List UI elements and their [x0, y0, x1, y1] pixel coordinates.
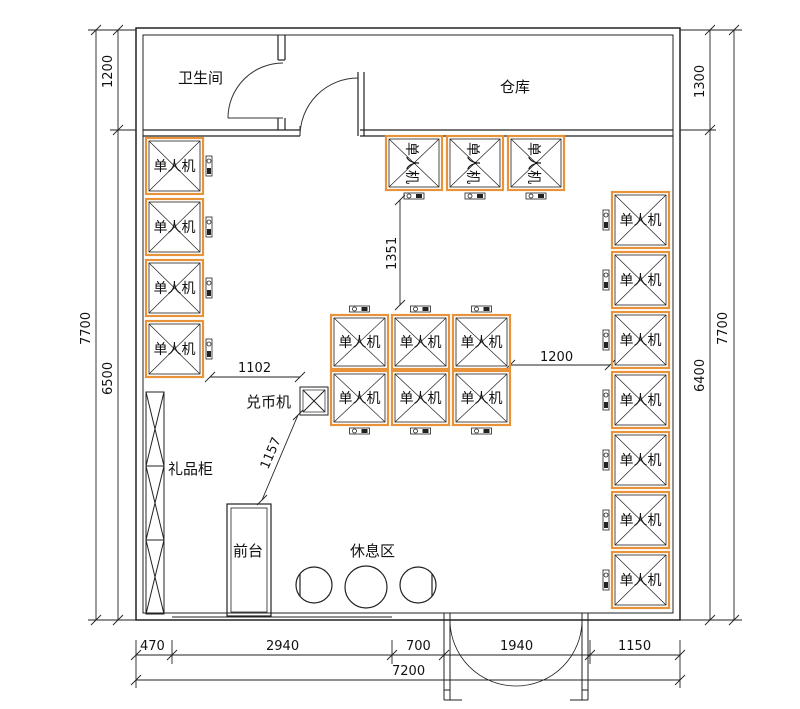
- door-swings-top: [227, 62, 359, 137]
- dim-1150: 1150: [618, 639, 651, 654]
- outer-walls: [135, 27, 681, 621]
- arcade-machine: 单人机: [602, 490, 671, 550]
- warehouse-label: 仓库: [500, 78, 530, 96]
- dim-1200: 1200: [540, 350, 573, 365]
- arcade-machine: 单人机: [384, 134, 444, 200]
- machine-label: 单人机: [400, 391, 442, 407]
- arcade-machine: 单人机: [602, 550, 671, 610]
- dim-right-total: 7700: [716, 312, 731, 345]
- machine-label: 单人机: [620, 453, 662, 469]
- machine-label: 单人机: [620, 333, 662, 349]
- coin-machine: [299, 386, 329, 416]
- arcade-machine: 单人机: [602, 370, 671, 430]
- arcade-machine: 单人机: [329, 369, 390, 435]
- arcade-machine: 单人机: [390, 305, 451, 371]
- dim-left-top: 1200: [101, 55, 116, 88]
- dimension-lines: [88, 24, 742, 688]
- rest-stool-left: [295, 566, 333, 604]
- arcade-machine: 单人机: [451, 305, 512, 371]
- entrance-door-arc-left: [449, 619, 517, 687]
- machine-label: 单人机: [464, 142, 480, 184]
- arcade-machine: 单人机: [390, 369, 451, 435]
- front-desk: [226, 503, 272, 617]
- machine-label: 单人机: [154, 220, 196, 236]
- dim-1102: 1102: [238, 361, 271, 376]
- dimension-texts: 1200 7700 6500 1300 7700 6400 1351 1102 …: [79, 55, 731, 679]
- machine-label: 单人机: [403, 142, 419, 184]
- bottom-wall-details: [172, 613, 589, 701]
- arcade-machines: 单人机单人机单人机单人机单人机单人机单人机单人机单人机单人机单人机单人机单人机单…: [144, 134, 671, 610]
- toilet-door-arc: [227, 62, 284, 119]
- dim-470: 470: [140, 639, 165, 654]
- rest-area-label: 休息区: [350, 542, 395, 560]
- arcade-machine: 单人机: [602, 190, 671, 250]
- outer-wall-outer: [135, 27, 681, 621]
- front-desk-label: 前台: [233, 542, 263, 560]
- arcade-machine: 单人机: [144, 258, 213, 318]
- machine-label: 单人机: [461, 391, 503, 407]
- arcade-machine: 单人机: [144, 136, 213, 196]
- rest-area-furniture: [295, 565, 437, 609]
- dim-1351: 1351: [385, 237, 400, 270]
- arcade-machine: 单人机: [144, 197, 213, 257]
- dim-2940: 2940: [266, 639, 299, 654]
- dim-right-top: 1300: [693, 65, 708, 98]
- dim-1157: 1157: [258, 435, 285, 471]
- warehouse-door-arc: [299, 77, 359, 137]
- machine-label: 单人机: [154, 281, 196, 297]
- rest-stool-right: [399, 566, 437, 604]
- machine-label: 单人机: [339, 391, 381, 407]
- arcade-machine: 单人机: [602, 310, 671, 370]
- arcade-machine: 单人机: [602, 250, 671, 310]
- arcade-machine: 单人机: [445, 134, 505, 200]
- dim-left-total: 7700: [79, 312, 94, 345]
- machine-label: 单人机: [620, 573, 662, 589]
- machine-label: 单人机: [154, 159, 196, 175]
- dim-1940: 1940: [500, 639, 533, 654]
- machine-label: 单人机: [339, 335, 381, 351]
- arcade-machine: 单人机: [602, 430, 671, 490]
- machine-label: 单人机: [400, 335, 442, 351]
- outer-wall-inner: [142, 34, 674, 614]
- arcade-machine: 单人机: [144, 319, 213, 379]
- machine-label: 单人机: [620, 513, 662, 529]
- machine-label: 单人机: [620, 393, 662, 409]
- machine-label: 单人机: [620, 273, 662, 289]
- rest-table: [344, 565, 388, 609]
- entrance-door-arc-right: [515, 619, 583, 687]
- arcade-machine: 单人机: [329, 305, 390, 371]
- arcade-machine: 单人机: [451, 369, 512, 435]
- coin-machine-label: 兑币机: [246, 393, 291, 411]
- machine-label: 单人机: [525, 142, 541, 184]
- machine-label: 单人机: [620, 213, 662, 229]
- dim-700: 700: [406, 639, 431, 654]
- machine-label: 单人机: [154, 342, 196, 358]
- dim-right-mid: 6400: [693, 359, 708, 392]
- gift-cabinet: [145, 391, 165, 615]
- dim-left-mid: 6500: [101, 362, 116, 395]
- arcade-machine: 单人机: [506, 134, 566, 200]
- gift-cabinet-label: 礼品柜: [168, 460, 213, 478]
- machine-label: 单人机: [461, 335, 503, 351]
- dim-7200: 7200: [392, 664, 425, 679]
- toilet-label: 卫生间: [178, 69, 223, 87]
